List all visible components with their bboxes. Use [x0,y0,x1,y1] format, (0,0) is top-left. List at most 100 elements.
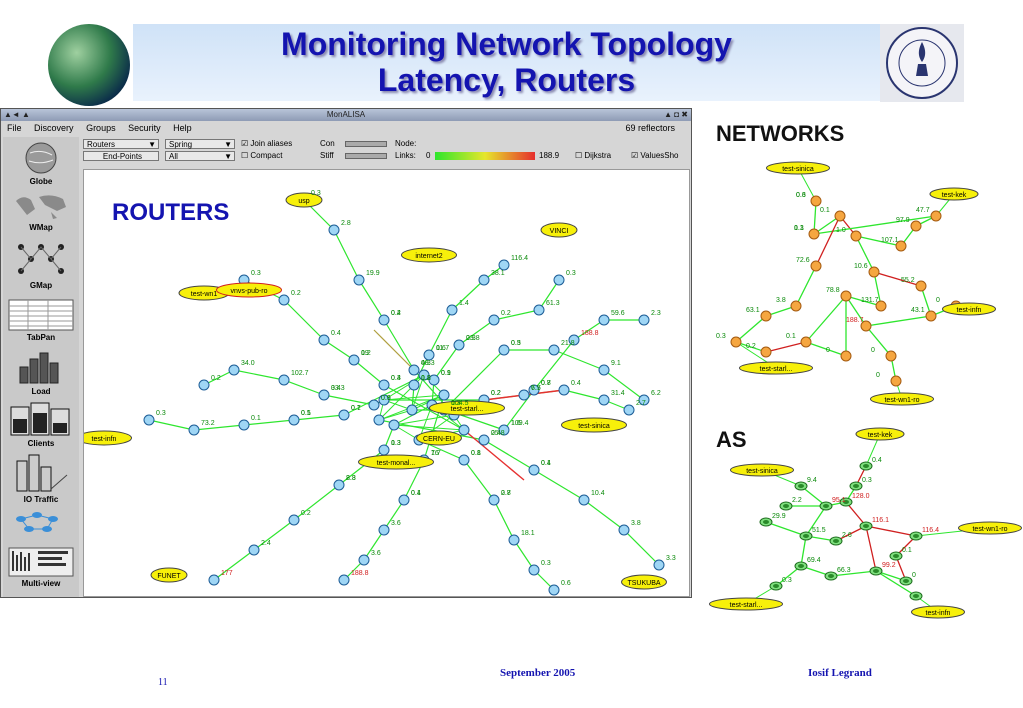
as-link-value: 2.2 [792,497,802,504]
sidebar-item-io-traffic[interactable]: IO Traffic [3,453,79,504]
router-link-value: 0.1 [411,490,421,497]
router-link [253,519,295,551]
network-node [800,336,812,348]
router-link-value: 19.9 [366,270,380,277]
as-link-value: 95.1 [832,497,846,504]
sidebar-item-globe[interactable]: Globe [3,141,79,186]
router-node [378,524,390,536]
window-left-controls[interactable]: ▲◄ ▲ [4,110,30,119]
sidebar-item-multi-view[interactable]: Multi-view [3,547,79,588]
network-node [915,280,927,292]
network-link-value: 0.3 [716,333,726,340]
as-link [800,535,807,567]
values-show-checkbox[interactable]: ☑ ValuesSho [631,151,679,160]
router-link [393,424,465,431]
layout-select-1-value: Spring [169,140,193,149]
router-node [623,404,635,416]
router-link [293,484,340,521]
join-aliases-checkbox[interactable]: ☑ Join aliases [241,139,292,148]
network-link-value: 131.7 [861,297,879,304]
menu-help[interactable]: Help [173,123,192,133]
router-node [318,389,330,401]
sidebar-item-clients[interactable]: Clients [3,399,79,448]
router-link [333,229,360,281]
as-link-value: 29.9 [772,513,786,520]
router-link-value: 0.3 [451,400,461,407]
router-link-value: 25.8 [491,430,505,437]
router-link-value: 0.3 [391,375,401,382]
as-node-core [798,484,804,488]
router-link-value: 0.4 [541,460,551,467]
sidebar-item-wmap[interactable]: WMap [3,191,79,232]
menu-file[interactable]: File [7,123,22,133]
title-banner [133,24,880,101]
router-tag-label: test-monal... [377,460,416,467]
as-link [805,505,827,537]
router-link-value: 104.5 [451,400,469,407]
stiff-slider[interactable] [345,153,387,159]
router-link-value: 59.6 [611,310,625,317]
as-node-core [803,534,809,538]
router-link-value: 188.8 [351,570,369,577]
router-link-value: 0.1 [351,405,361,412]
as-link [865,525,917,537]
dijkstra-checkbox[interactable]: ☐ Dijkstra [575,151,611,160]
router-node [318,334,330,346]
router-tag-label: test-wn1 [191,291,218,298]
router-node [408,379,420,391]
network-link [765,341,807,353]
window-right-controls[interactable]: ▲ ◘ ✖ [664,110,688,119]
router-node [358,554,370,566]
router-link-value: 34.0 [241,360,255,367]
sidebar-item-gmap[interactable]: GMap [3,239,79,290]
compact-checkbox[interactable]: ☐ Compact [241,151,282,160]
view-select-1[interactable]: Routers▼ [83,139,159,149]
window-titlebar[interactable]: ▲◄ ▲ MonALISA ▲ ◘ ✖ [1,109,691,121]
router-tag [84,430,132,446]
router-node [408,364,420,376]
routers-label: ROUTERS [112,199,230,226]
caltech-seal-logo [880,24,964,102]
page-number: 11 [158,677,168,688]
network-link-value: 0.2 [746,343,756,350]
router-node [653,559,665,571]
router-node [378,379,390,391]
router-link-value: 0.2 [391,310,401,317]
router-link-value: 0.9 [441,370,451,377]
router-link-high [463,429,525,481]
menu-discovery[interactable]: Discovery [34,123,74,133]
layout-select-1[interactable]: Spring▼ [165,139,235,149]
as-node-core [823,504,829,508]
router-node [198,379,210,391]
router-link-value: 0.2 [491,390,501,397]
layout-select-2[interactable]: All▼ [165,151,235,161]
dijkstra-label: Dijkstra [584,151,612,160]
router-link-value: 2.4 [261,540,271,547]
network-node [875,300,887,312]
router-node [378,394,390,406]
sidebar-label-clients: Clients [27,439,55,448]
view-select-1-value: Routers [87,140,116,149]
network-link [813,200,817,235]
view-select-2[interactable]: End-Points [83,151,159,161]
as-node-core [783,504,789,508]
router-link-value: 0.8 [541,380,551,387]
as-link-value: 99.2 [882,562,896,569]
network-tag [942,302,996,316]
sidebar-item-load[interactable]: Load [3,349,79,396]
menu-groups[interactable]: Groups [86,123,116,133]
sidebar-item-as-map[interactable] [3,509,79,537]
network-tag [766,161,830,175]
menu-security[interactable]: Security [128,123,161,133]
router-tag [401,247,457,263]
con-slider[interactable] [345,141,387,147]
router-node [478,274,490,286]
router-tag-label: FUNET [157,573,181,580]
sidebar-label-tabpan: TabPan [26,333,56,342]
router-link [493,309,540,321]
router-link-value: 3.6 [371,550,381,557]
view-select-2-value: End-Points [102,152,143,161]
sidebar-item-tabpan[interactable]: TabPan [3,299,79,342]
